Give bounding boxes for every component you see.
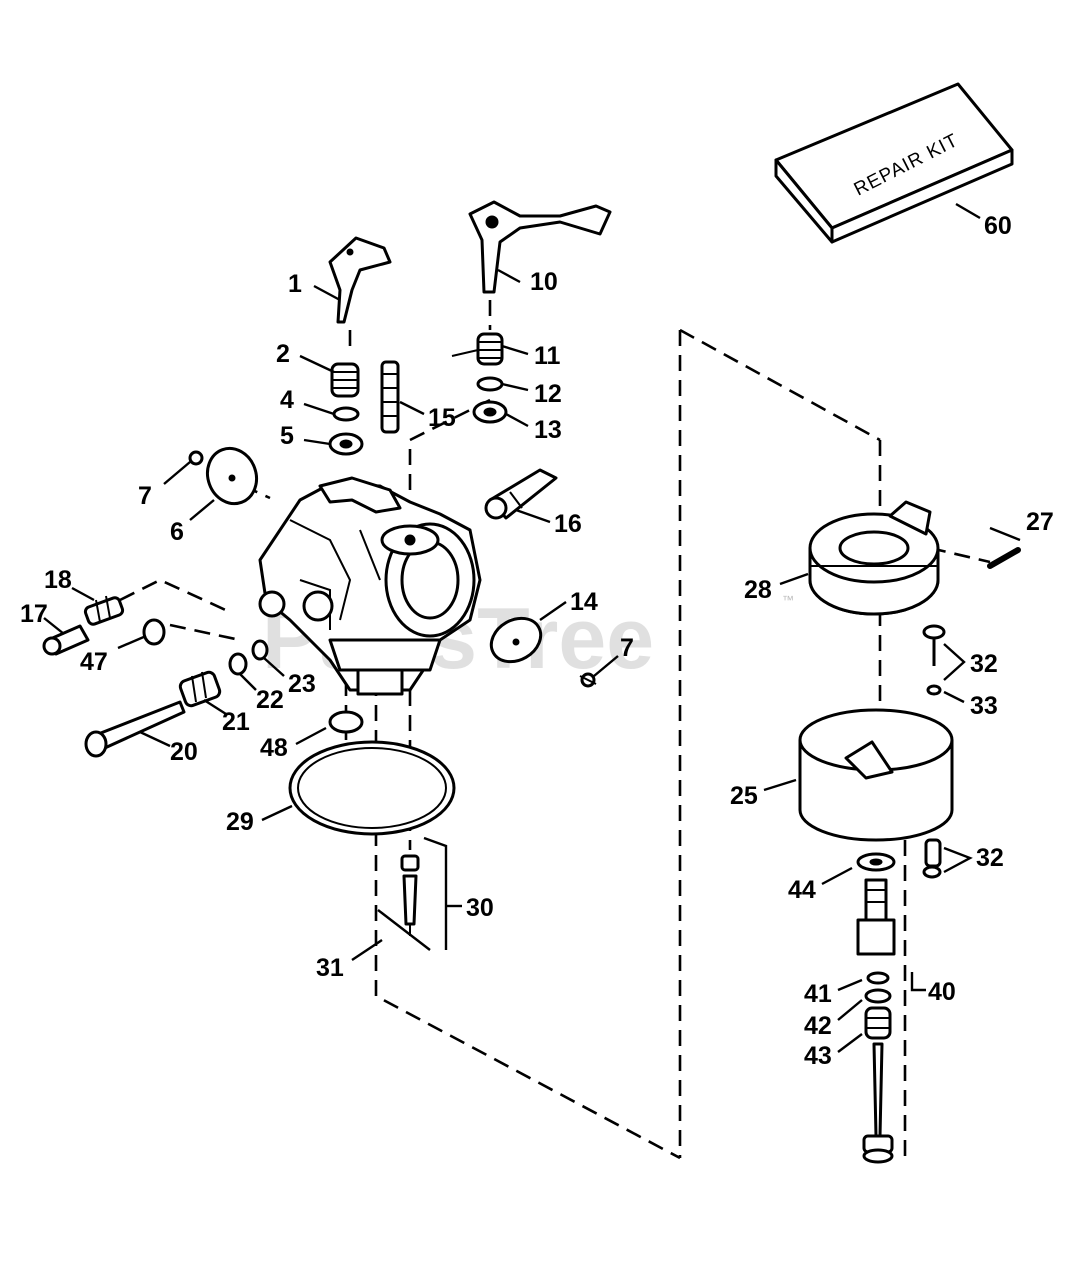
- carburetor-body-part: [258, 476, 482, 696]
- bowl-gasket-part-29: [288, 740, 456, 836]
- callout-47: 47: [80, 648, 108, 676]
- callout-43: 43: [804, 1042, 832, 1070]
- callout-27: 27: [1026, 508, 1054, 536]
- throttle-shaft-part: [468, 200, 612, 294]
- idle-screw-spring-part-18: [83, 595, 125, 626]
- callout-11: 11: [534, 342, 561, 370]
- callout-2: 2: [276, 340, 290, 368]
- idle-screw-part-17: [42, 624, 90, 656]
- callout-13: 13: [534, 416, 562, 444]
- repair-kit-part: REPAIR KIT: [774, 82, 1014, 244]
- washer-part-33: [926, 684, 942, 696]
- float-part-28: [808, 500, 940, 616]
- callout-41: 41: [804, 980, 832, 1008]
- float-pin-part-31: [377, 909, 431, 951]
- idle-spring-part-15: [380, 360, 400, 434]
- callout-17: 17: [20, 600, 48, 628]
- needle-valve-part-32-top: [922, 624, 946, 666]
- washer-part-12: [476, 376, 504, 392]
- fuel-bowl-part-25: [798, 708, 954, 842]
- callout-25: 25: [730, 782, 758, 810]
- callout-7-right: 7: [620, 634, 634, 662]
- callout-16: 16: [554, 510, 582, 538]
- choke-shaft-part: [328, 236, 392, 324]
- callout-21: 21: [222, 708, 250, 736]
- callout-32-top: 32: [970, 650, 998, 678]
- callout-60: 60: [984, 212, 1012, 240]
- callout-32-bottom: 32: [976, 844, 1004, 872]
- callout-5: 5: [280, 422, 294, 450]
- callout-31: 31: [316, 954, 344, 982]
- o-ring-part-23: [251, 639, 269, 661]
- main-jet-needle-part-20: [84, 700, 186, 758]
- inlet-needle-part-30: [400, 854, 420, 936]
- callout-28: 28: [744, 576, 772, 604]
- callout-29: 29: [226, 808, 254, 836]
- washer-part-42: [864, 988, 892, 1004]
- callout-42: 42: [804, 1012, 832, 1040]
- callout-30: 30: [466, 894, 494, 922]
- fuel-inlet-part: [484, 468, 558, 520]
- float-pin-part-27: [987, 547, 1021, 569]
- bowl-nut-part-40: [856, 878, 896, 956]
- callout-12: 12: [534, 380, 562, 408]
- callout-23: 23: [288, 670, 316, 698]
- callout-15: 15: [428, 404, 456, 432]
- washer-part-41: [866, 971, 890, 985]
- callout-44: 44: [788, 876, 816, 904]
- callout-33: 33: [970, 692, 998, 720]
- bowl-drain-needle-part: [862, 1042, 894, 1164]
- callout-7-left: 7: [138, 482, 152, 510]
- washer-part-4: [332, 406, 360, 422]
- main-jet-spring-part-21: [178, 670, 222, 708]
- leader-lines: [43, 202, 1021, 1053]
- needle-valve-part-32-bottom: [922, 838, 942, 879]
- watermark-trademark: ™: [782, 593, 794, 607]
- washer-part-22: [228, 652, 248, 676]
- plug-part-48: [328, 710, 364, 734]
- callout-18: 18: [44, 566, 72, 594]
- callout-14: 14: [570, 588, 598, 616]
- screw-part-7-right: [579, 672, 597, 688]
- callout-1: 1: [288, 270, 302, 298]
- callout-labels: 1 2 4 5 7 6 10 11 12 13 15 16 14 7 18 17…: [20, 212, 1054, 1070]
- callout-48: 48: [260, 734, 288, 762]
- callout-22: 22: [256, 686, 284, 714]
- callout-40: 40: [928, 978, 956, 1006]
- plug-part-47: [142, 618, 166, 646]
- callout-20: 20: [170, 738, 198, 766]
- spring-part-43: [864, 1006, 892, 1040]
- callout-6: 6: [170, 518, 184, 546]
- throttle-spring-part: [451, 332, 504, 366]
- callout-10: 10: [530, 268, 558, 296]
- choke-spring-part: [330, 362, 360, 398]
- screw-part-7: [188, 450, 204, 466]
- callout-4: 4: [280, 386, 294, 414]
